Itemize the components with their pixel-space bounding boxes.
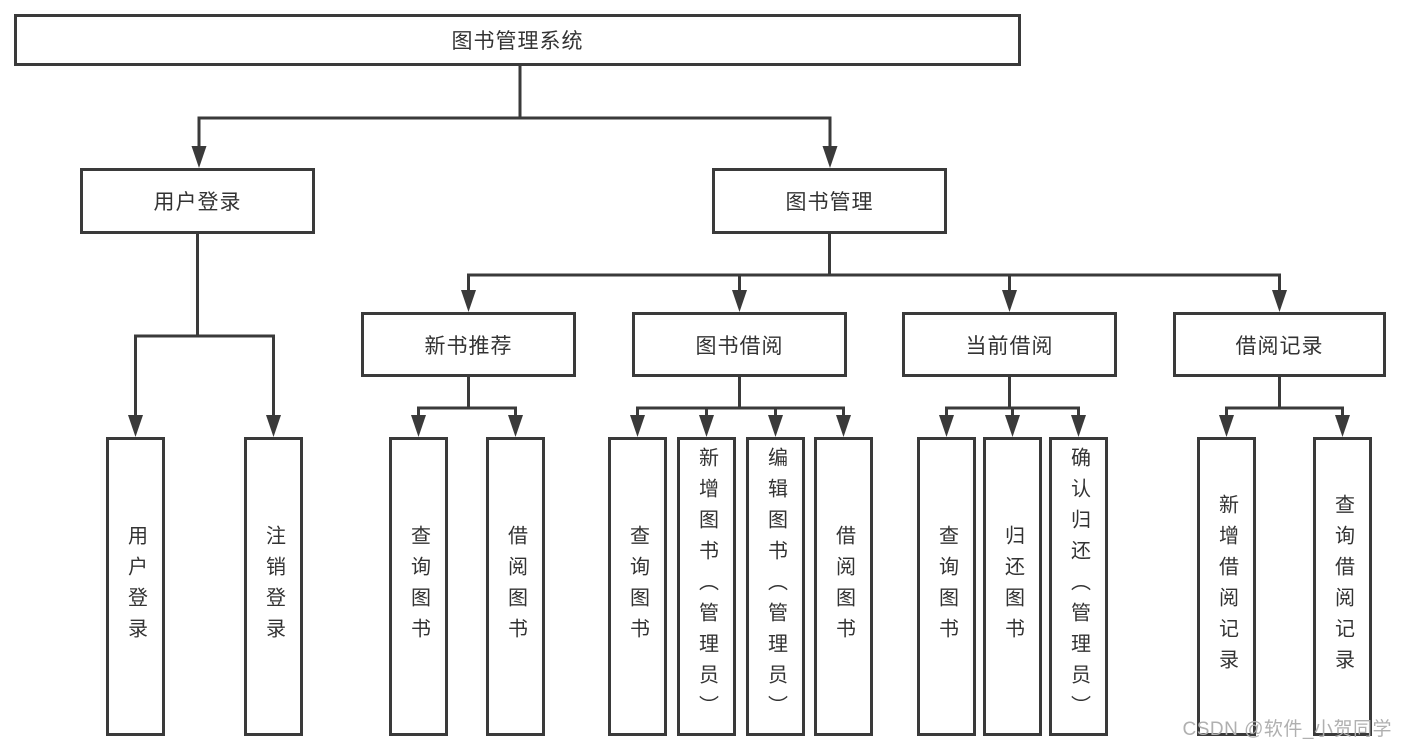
leaf-br-query-record-label: 查询借阅记录 [1331, 493, 1354, 680]
leaf-bb-query-book: 查询图书 [608, 437, 667, 736]
leaf-bb-add-book-admin: 新增图书（管理员） [677, 437, 736, 736]
leaf-cb-confirm-return-admin-label: 确认归还（管理员） [1067, 447, 1090, 726]
node-new-book-recommend: 新书推荐 [361, 312, 576, 377]
leaf-cb-confirm-return-admin: 确认归还（管理员） [1049, 437, 1108, 736]
leaf-nbr-borrow-book-label: 借阅图书 [504, 524, 527, 649]
leaf-nbr-borrow-book: 借阅图书 [486, 437, 545, 736]
node-borrow-records: 借阅记录 [1173, 312, 1386, 377]
leaf-br-query-record: 查询借阅记录 [1313, 437, 1372, 736]
leaf-bb-edit-book-admin: 编辑图书（管理员） [746, 437, 805, 736]
csdn-watermark: CSDN @软件_小贺同学 [1182, 719, 1392, 740]
leaf-logout-label: 注销登录 [262, 524, 285, 649]
leaf-bb-borrow-book-label: 借阅图书 [832, 524, 855, 649]
leaf-nbr-query-book: 查询图书 [389, 437, 448, 736]
node-root-system: 图书管理系统 [14, 14, 1021, 66]
leaf-user-login-label: 用户登录 [124, 524, 147, 649]
node-user-login: 用户登录 [80, 168, 315, 234]
node-book-borrow: 图书借阅 [632, 312, 847, 377]
leaf-bb-edit-book-admin-label: 编辑图书（管理员） [764, 447, 787, 726]
leaf-cb-query-book: 查询图书 [917, 437, 976, 736]
leaf-cb-return-book: 归还图书 [983, 437, 1042, 736]
leaf-logout: 注销登录 [244, 437, 303, 736]
leaf-cb-query-book-label: 查询图书 [935, 524, 958, 649]
leaf-bb-add-book-admin-label: 新增图书（管理员） [695, 447, 718, 726]
node-book-management: 图书管理 [712, 168, 947, 234]
leaf-user-login: 用户登录 [106, 437, 165, 736]
leaf-br-add-record: 新增借阅记录 [1197, 437, 1256, 736]
leaf-bb-query-book-label: 查询图书 [626, 524, 649, 649]
leaf-cb-return-book-label: 归还图书 [1001, 524, 1024, 649]
leaf-nbr-query-book-label: 查询图书 [407, 524, 430, 649]
node-current-borrow: 当前借阅 [902, 312, 1117, 377]
leaf-br-add-record-label: 新增借阅记录 [1215, 493, 1238, 680]
leaf-bb-borrow-book: 借阅图书 [814, 437, 873, 736]
